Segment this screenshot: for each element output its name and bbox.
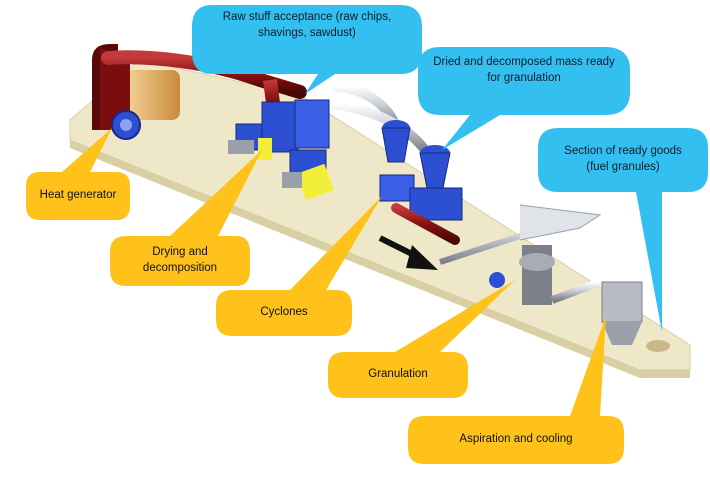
aspiration-callout-bubble xyxy=(408,316,624,464)
raw-stuff-callout-bubble xyxy=(192,5,422,94)
cooling-unit xyxy=(601,281,670,352)
hot-air-duct xyxy=(101,50,307,99)
granulation-callout-bubble xyxy=(328,280,515,398)
heat-generator-unit xyxy=(92,44,180,140)
heat-generator-callout-bubble xyxy=(26,128,130,220)
drying-callout-label: Drying and decomposition xyxy=(142,246,218,274)
drying-unit xyxy=(228,99,334,201)
cyclones-callout-label: Cyclones xyxy=(260,306,308,319)
cyclones-callout-bubble xyxy=(216,196,382,336)
granulation-callout-label: Granulation xyxy=(368,368,428,381)
dried-mass-callout-label: Dried and decomposed mass ready for gran… xyxy=(433,56,615,84)
drying-callout-bubble xyxy=(110,150,262,286)
cyclone-units xyxy=(379,120,463,245)
ready-goods-callout-label: Section of ready goods (fuel granules) xyxy=(564,145,682,173)
flow-direction-arrow-icon xyxy=(378,235,438,270)
dried-mass-callout-bubble xyxy=(418,47,630,150)
ready-goods-callout-bubble xyxy=(538,128,708,332)
heat-generator-callout-label: Heat generator xyxy=(39,189,117,202)
aspiration-callout-label: Aspiration and cooling xyxy=(459,433,573,446)
raw-stuff-callout-label: Raw stuff acceptance (raw chips, shaving… xyxy=(222,11,392,39)
granulation-unit xyxy=(439,204,602,305)
